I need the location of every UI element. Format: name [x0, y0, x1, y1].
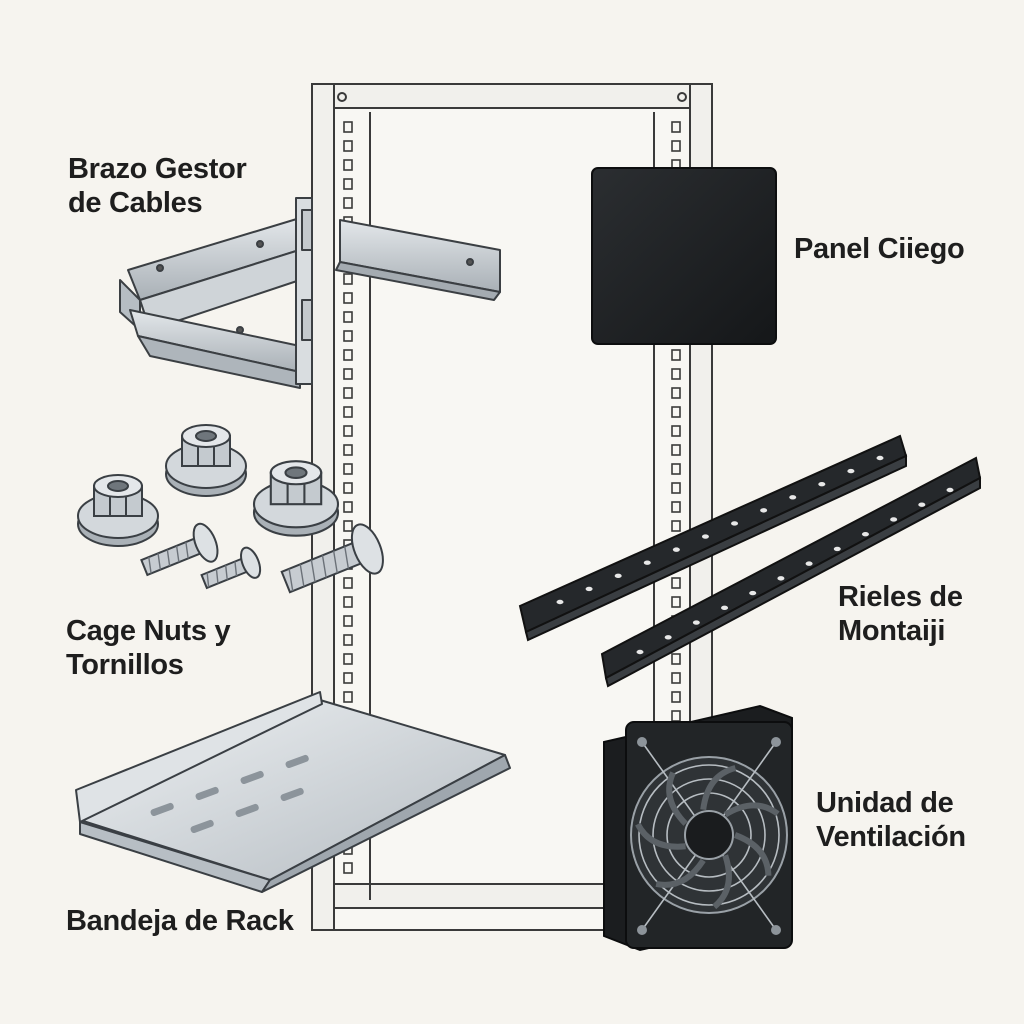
rack-tray-label-line1: Bandeja de Rack: [66, 905, 294, 937]
rails-label: Rieles de Montaiji: [838, 580, 963, 648]
rails-label-line2: Montaiji: [838, 615, 946, 647]
blank-panel-label: Panel Ciiego: [794, 232, 965, 266]
cage-nut-icon: [165, 424, 247, 497]
fan-unit-label: Unidad de Ventilación: [816, 786, 966, 854]
rails-label-line1: Rieles de: [838, 581, 963, 613]
screw-icon: [140, 522, 384, 594]
fan-unit-icon: [603, 704, 793, 952]
rack-tray-label: Bandeja de Rack: [66, 904, 294, 938]
cage-nuts-label: Cage Nuts y Tornillos: [66, 614, 231, 682]
blank-panel-label-line1: Panel Ciiego: [794, 233, 965, 265]
cage-nuts-group: [77, 424, 340, 547]
rail-holes: [556, 455, 954, 655]
cage-nuts-label-line1: Cage Nuts y: [66, 615, 231, 647]
rack-tray-icon: [75, 691, 511, 893]
cage-nut-icon: [252, 460, 340, 537]
cable-arm-label-line2: de Cables: [68, 187, 203, 219]
fan-unit-label-line2: Ventilación: [816, 821, 966, 853]
cage-nut-icon: [77, 474, 159, 547]
fan-unit-label-line1: Unidad de: [816, 787, 954, 819]
blank-panel-icon: [591, 167, 777, 345]
cable-arm-label: Brazo Gestor de Cables: [68, 152, 247, 220]
cable-arm-label-line1: Brazo Gestor: [68, 153, 247, 185]
cage-nuts-label-line2: Tornillos: [66, 649, 184, 681]
cable-arm-icon: [119, 197, 501, 389]
